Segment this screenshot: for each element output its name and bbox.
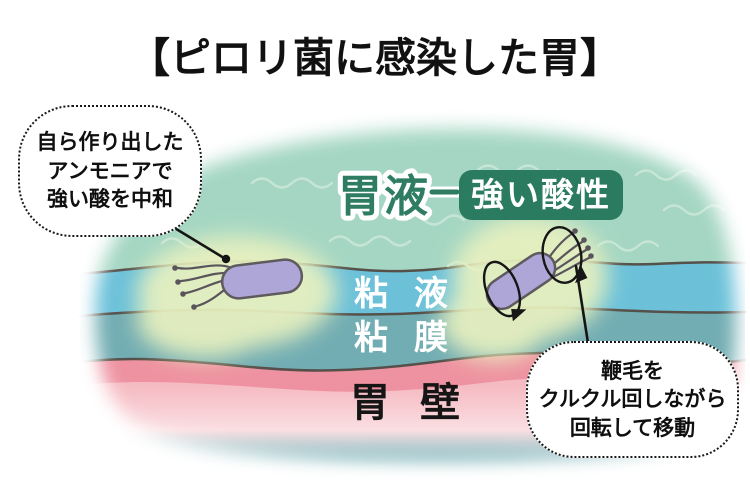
flagella-callout-line2: クルクル回しながら [538, 387, 727, 412]
bacterium-body-left [220, 258, 304, 300]
ammonia-pointer-dot [221, 254, 231, 264]
mucus-label: 粘液 [354, 274, 474, 314]
ammonia-pointer-line [166, 222, 226, 260]
callout-pointers [166, 222, 590, 345]
h-pylori-bacterium-right [482, 226, 594, 322]
acidity-badge-label: 強い酸性 [471, 175, 611, 214]
acidity-badge [459, 170, 623, 220]
flagella-pointer-line [574, 264, 590, 345]
flagella-callout-bubble: 鞭毛を クルクル回しながら 回転して移動 [526, 341, 739, 458]
gastric-juice-label: 胃液 [338, 171, 430, 222]
h-pylori-bacterium-left [172, 258, 304, 310]
ammonia-callout-line3: 強い酸を中和 [47, 187, 173, 212]
neutralized-zone-left2 [137, 282, 273, 358]
bacterium-body-right [485, 251, 557, 311]
ammonia-callout-line1: 自ら作り出した [36, 130, 184, 155]
flagella-callout-line1: 鞭毛を [601, 358, 664, 383]
mucosa-label: 粘膜 [354, 318, 474, 358]
flagella-callout-line3: 回転して移動 [569, 415, 696, 440]
ammonia-callout-bubble: 自ら作り出した アンモニアで 強い酸を中和 [18, 105, 202, 237]
stomach-wall-label: 胃壁 [350, 380, 490, 426]
page-title: 【ピロリ菌に感染した胃】 [129, 34, 621, 82]
ammonia-callout-line2: アンモニアで [47, 158, 173, 183]
rotation-arrow-body-icon [482, 260, 527, 322]
neutralized-zone-right2 [440, 284, 550, 360]
